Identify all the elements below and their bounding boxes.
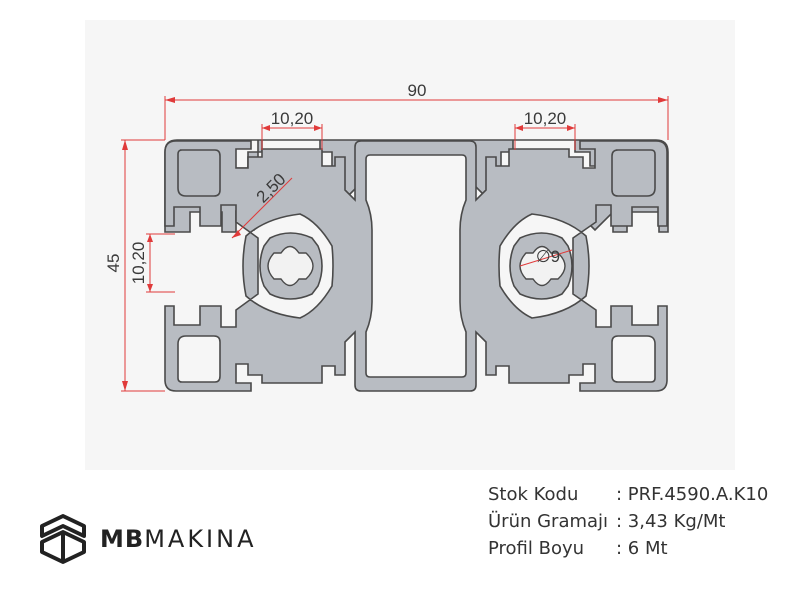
mb-logo-icon: [40, 514, 86, 564]
dimension-lines: [121, 96, 669, 392]
spec-value: : PRF.4590.A.K10: [616, 484, 769, 505]
profile-outline: [164, 140, 668, 392]
brand-logo: MBMAKINA: [36, 512, 257, 566]
brand-name: MBMAKINA: [100, 525, 257, 553]
spec-value: : 3,43 Kg/Mt: [616, 511, 726, 532]
spec-table: Stok Kodu : PRF.4590.A.K10 Ürün Gramajı …: [488, 481, 768, 562]
brand-name-light: MAKINA: [144, 525, 257, 553]
right-core: [509, 232, 573, 300]
dim-slot-left-label: 10,20: [129, 242, 148, 285]
spec-label: Stok Kodu: [488, 484, 579, 505]
brand-name-bold: MB: [100, 525, 145, 553]
spec-label: Profil Boyu: [488, 538, 585, 559]
spec-value: : 6 Mt: [616, 538, 668, 559]
dim-hole-label: ∅9: [536, 247, 560, 266]
technical-drawing-area: 90 10,20 10,20 45 10,20 2,50 ∅9: [85, 20, 735, 470]
left-core: [259, 232, 323, 300]
dim-height-label: 45: [104, 254, 123, 273]
spec-label: Ürün Gramajı: [488, 511, 609, 532]
dim-slot-top-right-label: 10,20: [524, 109, 567, 128]
spec-row: Profil Boyu : 6 Mt: [488, 535, 768, 562]
profile-drawing: 90 10,20 10,20 45 10,20 2,50 ∅9: [104, 81, 669, 392]
dim-width-label: 90: [408, 81, 427, 100]
spec-row: Stok Kodu : PRF.4590.A.K10: [488, 481, 768, 508]
dim-slot-top-left-label: 10,20: [271, 109, 314, 128]
spec-row: Ürün Gramajı : 3,43 Kg/Mt: [488, 508, 768, 535]
